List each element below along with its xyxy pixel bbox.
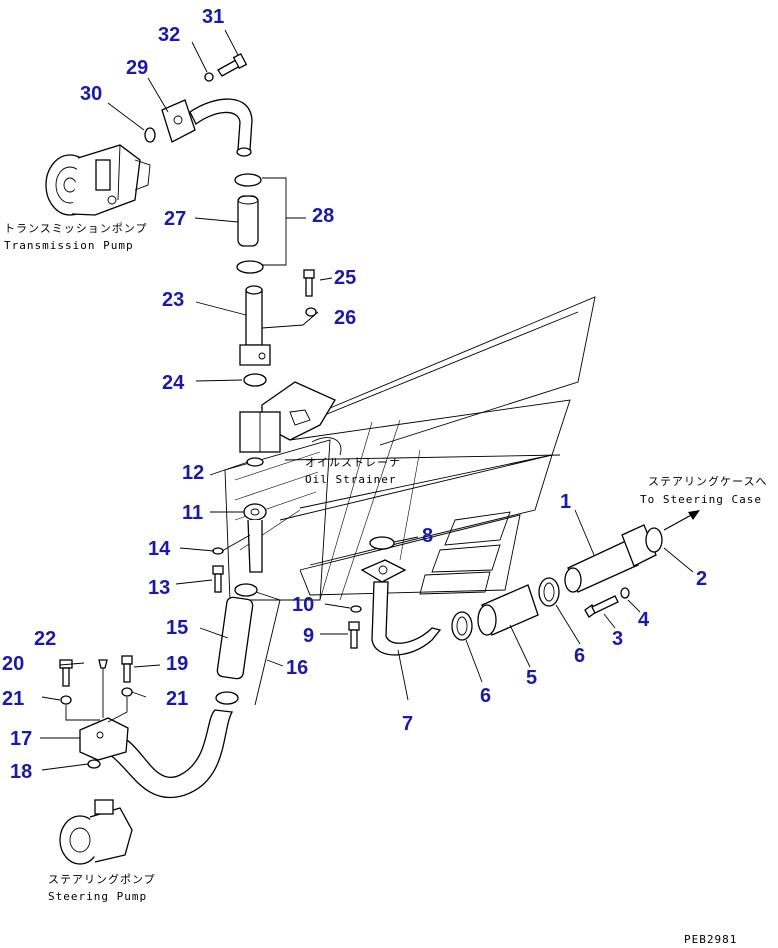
callout-10: 10 <box>292 594 314 616</box>
oil-strainer-caption-jp: オイルストレーナ <box>305 456 401 469</box>
callout-18: 18 <box>10 761 32 783</box>
callout-16: 16 <box>286 657 308 679</box>
steering-suction-tube <box>107 709 234 798</box>
callout-6b: 6 <box>574 645 585 667</box>
callout-7: 7 <box>402 713 413 735</box>
bolt-3-washer-4 <box>584 587 630 618</box>
callout-11: 11 <box>182 502 203 524</box>
callout-21b: 21 <box>166 688 188 710</box>
suction-tube-23 <box>239 285 271 366</box>
hose-5 <box>477 584 539 636</box>
callout-17: 17 <box>10 728 32 750</box>
tank-outlet-flange <box>348 536 407 649</box>
upper-flange-assembly <box>144 52 253 157</box>
steering-pump-caption-en: Steering Pump <box>48 890 147 903</box>
direction-arrowhead <box>688 510 700 520</box>
callouts: 1 2 3 4 5 6 6 7 8 9 10 11 12 13 14 15 16… <box>2 6 707 783</box>
callout-19: 19 <box>166 653 188 675</box>
callout-6a: 6 <box>480 685 491 707</box>
transmission-pump-caption-jp: トランスミッションポンプ <box>4 222 147 235</box>
callout-28: 28 <box>312 205 334 227</box>
callout-23: 23 <box>162 289 184 311</box>
hose-27 <box>234 173 264 274</box>
callout-4: 4 <box>638 609 650 631</box>
pipe-7 <box>371 581 442 656</box>
clamp-6-left <box>451 611 473 641</box>
callout-14: 14 <box>148 538 171 560</box>
drawing-code: PEB2981 <box>684 933 737 946</box>
callout-29: 29 <box>126 57 148 79</box>
oil-strainer <box>239 373 342 467</box>
callout-31: 31 <box>202 6 224 28</box>
callout-1: 1 <box>560 491 571 513</box>
callout-13: 13 <box>148 577 170 599</box>
callout-24: 24 <box>162 372 185 394</box>
callout-15: 15 <box>166 617 188 639</box>
callout-5: 5 <box>526 667 537 689</box>
transmission-pump <box>45 144 151 216</box>
steering-case-caption-jp: ステアリングケースへ <box>648 474 767 488</box>
callout-2: 2 <box>696 568 707 590</box>
pipe-1 <box>564 524 663 593</box>
elbow-11 <box>212 503 267 593</box>
callout-26: 26 <box>334 307 356 329</box>
callout-32: 32 <box>158 24 180 46</box>
callout-22: 22 <box>34 628 56 650</box>
frame-outline <box>224 296 596 601</box>
callout-30: 30 <box>80 83 102 105</box>
callout-12: 12 <box>182 462 204 484</box>
callout-8: 8 <box>422 525 433 547</box>
steering-pump-flange <box>59 655 133 769</box>
hose-15 <box>215 583 258 705</box>
oil-strainer-caption-en: Oil Strainer <box>305 473 396 486</box>
callout-3: 3 <box>612 628 623 650</box>
steering-case-caption-en: To Steering Case <box>640 493 762 506</box>
bolt-25-washer-26 <box>303 269 317 317</box>
leader-lines <box>40 29 694 771</box>
clamp-6-right <box>538 577 560 607</box>
transmission-pump-caption-en: Transmission Pump <box>4 239 134 252</box>
callout-9: 9 <box>303 625 314 647</box>
callout-20: 20 <box>2 653 24 675</box>
steering-pump-caption-jp: ステアリングポンプ <box>48 872 156 886</box>
callout-21a: 21 <box>2 688 24 710</box>
steering-pump <box>59 799 133 865</box>
direction-arrow <box>663 512 696 531</box>
callout-25: 25 <box>334 267 356 289</box>
callout-27: 27 <box>164 208 186 230</box>
